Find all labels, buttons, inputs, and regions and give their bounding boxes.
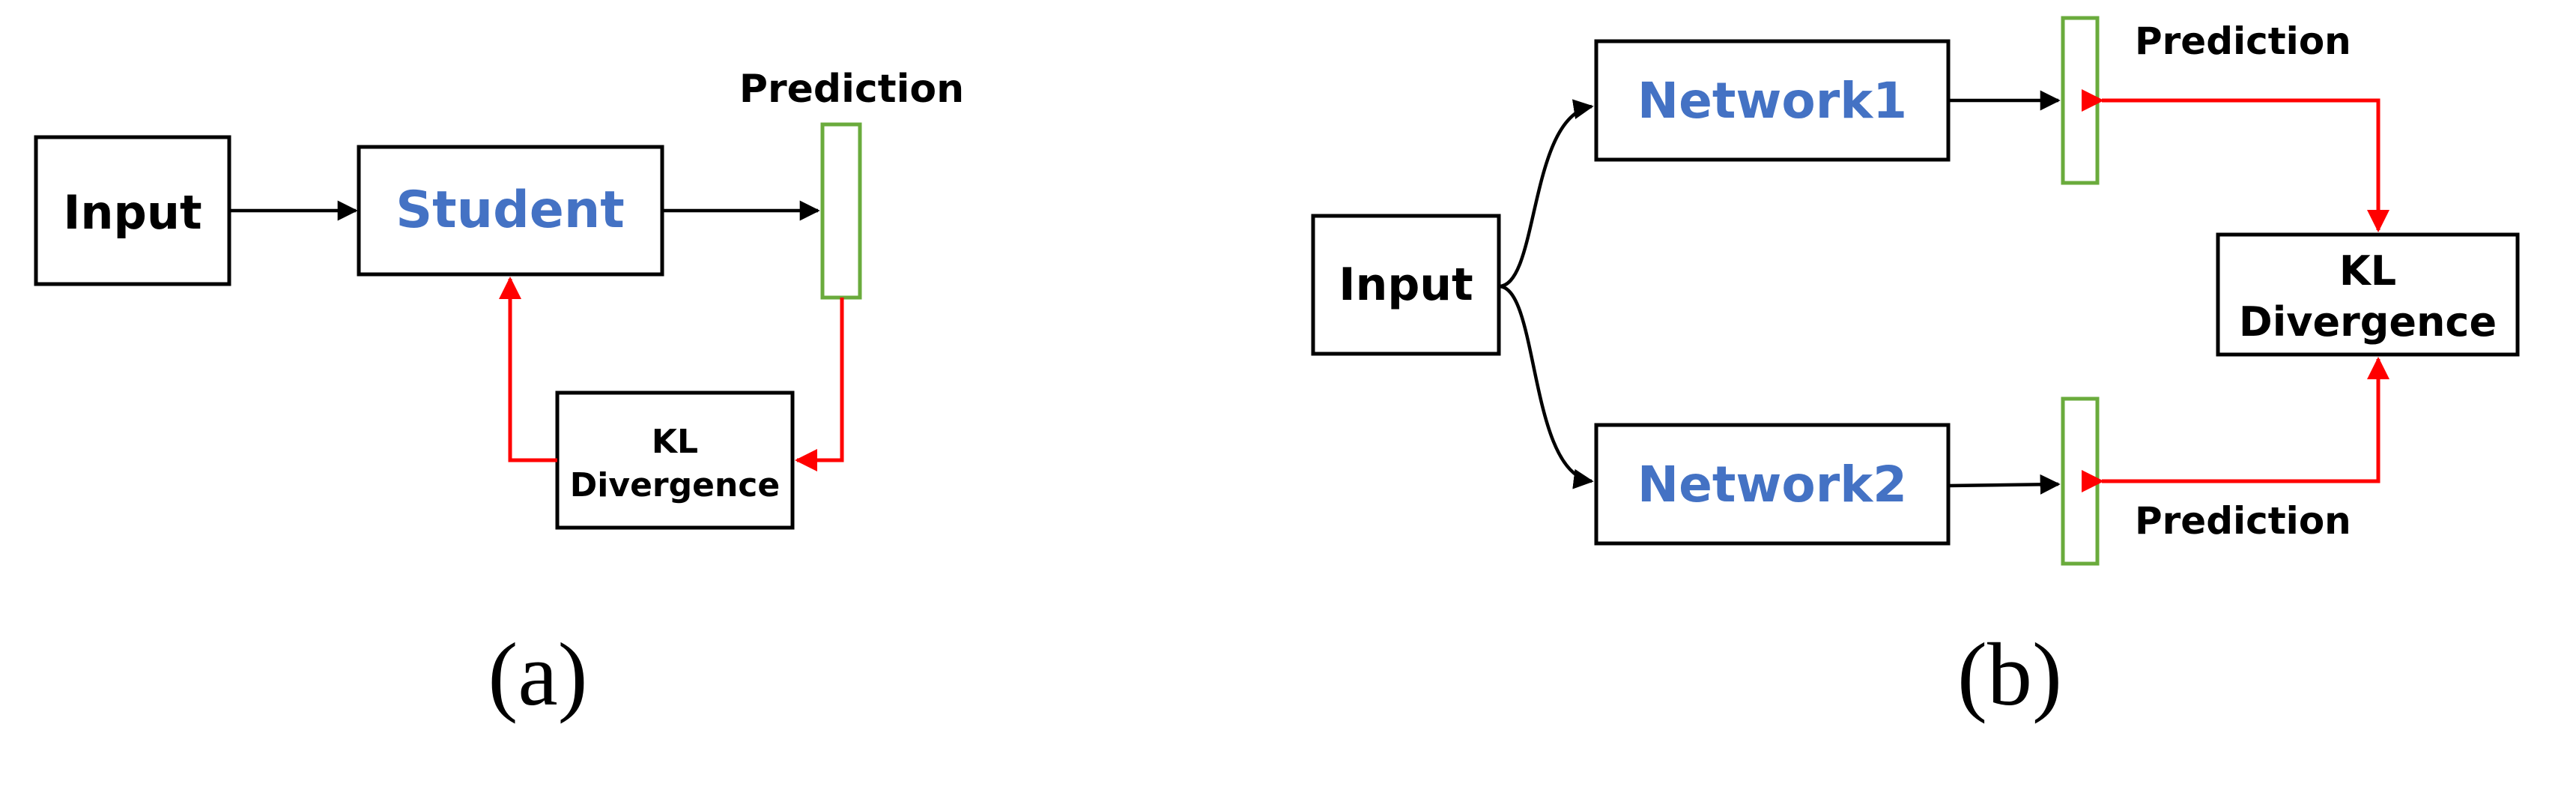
input-label-a: Input — [63, 185, 201, 240]
arrow-network2-to-prediction — [1948, 474, 2061, 495]
network2-box — [1594, 423, 1951, 546]
caption-b: (b) — [1957, 624, 2062, 724]
arrow-kl-prediction-top — [2082, 89, 2389, 232]
network1-label: Network1 — [1637, 72, 1907, 130]
kl-box-b — [2216, 232, 2520, 357]
arrow-kl-to-student — [499, 277, 557, 462]
input-label-b: Input — [1339, 259, 1473, 311]
arrow-input-to-network1 — [1498, 99, 1594, 289]
prediction-label-b-bottom: Prediction — [2135, 499, 2351, 543]
kl-label-b-line2: Divergence — [2239, 298, 2497, 346]
kl-label-a-line2: Divergence — [570, 466, 780, 504]
arrow-prediction-to-kl — [795, 298, 844, 471]
student-box — [357, 145, 664, 277]
input-box-a — [34, 135, 231, 286]
caption-a: (a) — [488, 624, 587, 724]
prediction-bar-b-bottom — [2061, 396, 2100, 566]
panel-b: Input Network1 Network2 Prediction Predi… — [1311, 16, 2520, 724]
prediction-bar-b-top — [2061, 16, 2100, 185]
network2-label: Network2 — [1637, 456, 1907, 513]
prediction-bar-a — [820, 122, 862, 300]
arrow-kl-prediction-bottom — [2082, 357, 2389, 492]
prediction-label-b-top: Prediction — [2135, 19, 2351, 63]
prediction-label-a: Prediction — [739, 67, 964, 112]
kl-label-b-line1: KL — [2339, 247, 2396, 295]
student-label: Student — [396, 181, 625, 240]
kl-label-a-line1: KL — [652, 423, 698, 461]
input-box-b — [1311, 214, 1501, 356]
panel-a: Input Student Prediction KL Divergence (… — [34, 67, 964, 724]
arrow-input-to-network2 — [1498, 284, 1594, 489]
